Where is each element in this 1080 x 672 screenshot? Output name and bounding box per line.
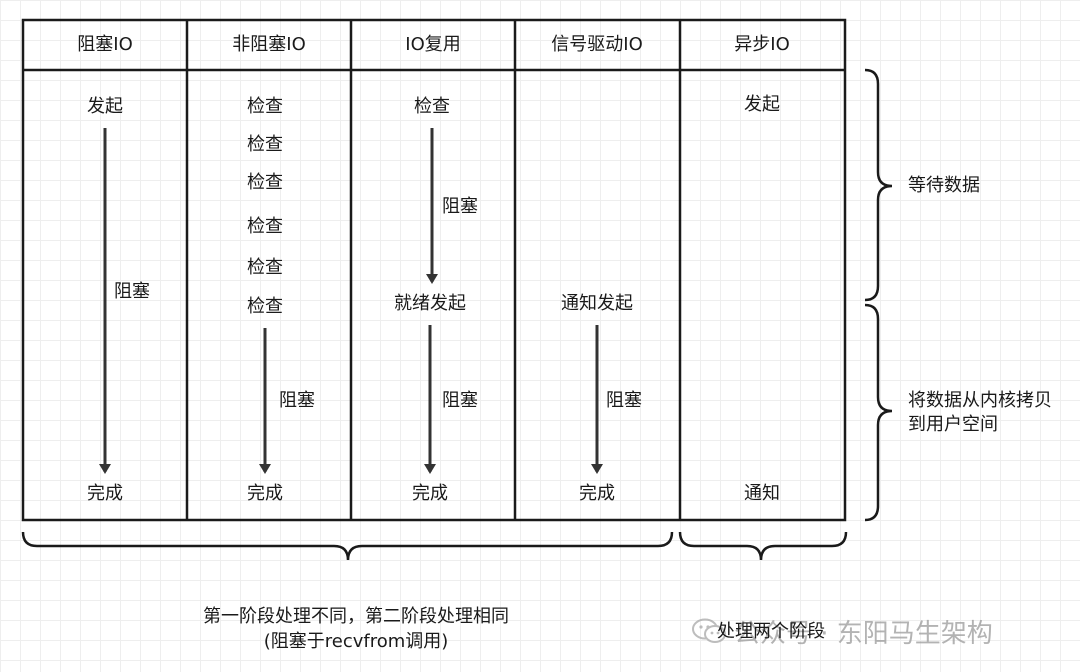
nonblocking-check-label: 检查: [247, 257, 283, 278]
table-frame: [21, 18, 847, 522]
header-nonblocking-io: 非阻塞IO: [232, 34, 306, 55]
first-four-brace: [21, 531, 674, 561]
multiplex-end-label: 完成: [412, 483, 448, 504]
watermark: 公众号 · 东阳马生架构: [692, 614, 993, 649]
first-four-caption-line2: (阻塞于recvfrom调用): [263, 631, 449, 652]
async-caption: 处理两个阶段: [717, 621, 825, 642]
signal-notify-label: 通知发起: [561, 293, 633, 314]
copy-phase-label-line2: 到用户空间: [908, 414, 998, 435]
async-end-label: 通知: [744, 483, 780, 504]
nonblocking-check-label: 检查: [247, 216, 283, 237]
header-io-multiplexing: IO复用: [405, 34, 461, 55]
wait-data-phase-label: 等待数据: [908, 175, 980, 196]
signal-end-label: 完成: [579, 483, 615, 504]
wait-phase-brace: [864, 68, 893, 302]
copy-phase-label-line1: 将数据从内核拷贝: [908, 390, 1052, 411]
header-blocking-io: 阻塞IO: [77, 34, 133, 55]
nonblocking-check-label: 检查: [247, 134, 283, 155]
multiplex-ready-label: 就绪发起: [394, 293, 466, 314]
multiplex-block2-label: 阻塞: [442, 390, 478, 411]
header-signal-driven-io: 信号驱动IO: [551, 34, 643, 55]
wechat-icon: [692, 618, 726, 643]
async-start-label: 发起: [744, 94, 780, 115]
blocking-block-label: 阻塞: [114, 281, 150, 302]
nonblocking-check-label: 检查: [247, 172, 283, 193]
nonblocking-end-label: 完成: [247, 483, 283, 504]
watermark-text: 公众号 · 东阳马生架构: [734, 618, 993, 649]
async-brace: [678, 531, 848, 561]
blocking-end-label: 完成: [87, 483, 123, 504]
signal-block-label: 阻塞: [606, 390, 642, 411]
copy-phase-brace: [864, 303, 893, 522]
blocking-start-label: 发起: [87, 96, 123, 117]
nonblocking-check-label: 检查: [247, 96, 283, 117]
nonblocking-block-label: 阻塞: [279, 390, 315, 411]
multiplex-block1-label: 阻塞: [442, 196, 478, 217]
nonblocking-check-label: 检查: [247, 296, 283, 317]
multiplex-check-label: 检查: [414, 96, 450, 117]
first-four-caption-line1: 第一阶段处理不同，第二阶段处理相同: [203, 606, 509, 627]
header-async-io: 异步IO: [734, 34, 790, 55]
